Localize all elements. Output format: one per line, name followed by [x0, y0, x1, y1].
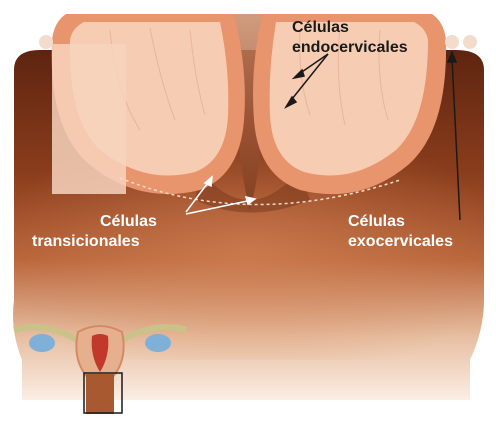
- left-edge-nub: [39, 35, 53, 49]
- left-ovary-icon: [29, 334, 55, 352]
- inset-panel: [52, 44, 126, 194]
- exocervical-label-line1: Células: [348, 213, 405, 230]
- right-ovary-icon: [145, 334, 171, 352]
- transitional-label-line2: transicionales: [32, 233, 140, 250]
- transitional-label-line1: Células: [100, 213, 157, 230]
- right-edge-nub-2: [463, 35, 477, 49]
- endocervical-label-line2: endocervicales: [292, 39, 408, 56]
- endocervical-label-line1: Células: [292, 19, 349, 36]
- exocervical-label-line2: exocervicales: [348, 233, 453, 250]
- right-edge-nub: [445, 35, 459, 49]
